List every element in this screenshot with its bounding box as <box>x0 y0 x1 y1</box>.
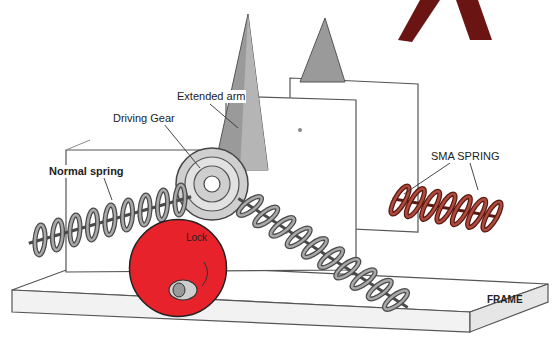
sma-spring-turn <box>418 189 443 222</box>
normal-spring-turn <box>139 195 151 226</box>
gear-ring <box>194 166 230 202</box>
leader-line <box>470 163 478 190</box>
lock-disc: Lock <box>128 218 228 318</box>
sma-spring-turn <box>449 194 474 227</box>
leader-line <box>404 163 450 194</box>
gear-hub <box>204 176 220 192</box>
logo-fragment <box>398 0 440 42</box>
part-label: Extended arm <box>176 90 246 103</box>
normal-spring-turn <box>174 185 186 216</box>
hole <box>298 128 302 132</box>
frame-end <box>470 284 548 332</box>
part-label: Driving Gear <box>112 112 176 125</box>
lock-label: Lock <box>186 232 207 243</box>
normal-spring-turn <box>34 225 46 256</box>
normal-spring-turn <box>104 205 116 236</box>
normal-spring-turn <box>104 205 116 236</box>
spike <box>300 18 345 82</box>
normal-spring-turn <box>51 220 63 251</box>
lock-pin-face <box>173 283 185 297</box>
normal-spring-turn <box>174 185 186 216</box>
normal-spring-end <box>238 198 407 307</box>
part-label: SMA SPRING <box>430 150 500 163</box>
normal-spring-turn <box>69 215 81 246</box>
normal-spring-turn <box>121 200 133 231</box>
normal-spring-turn <box>121 200 133 231</box>
normal-spring-turn <box>86 210 98 241</box>
normal-spring-turn <box>139 195 151 226</box>
normal-spring-turn <box>69 215 81 246</box>
leader-line <box>210 104 238 128</box>
sma-spring <box>388 184 505 233</box>
leader-line <box>104 178 112 200</box>
normal-spring-turn <box>34 225 46 256</box>
normal-spring-turn <box>156 190 168 221</box>
disc-outline <box>128 218 228 318</box>
sma-spring-turn <box>480 200 505 233</box>
sma-spring-turn <box>388 184 413 217</box>
normal-spring-turn <box>51 220 63 251</box>
leader-line <box>164 124 200 168</box>
normal-spring-turn <box>382 288 410 313</box>
frame-front <box>12 290 470 332</box>
red-disc <box>130 220 227 317</box>
normal-spring-turn <box>86 210 98 241</box>
part-label: Normal spring <box>48 165 125 178</box>
sma-spring-turn <box>434 192 459 225</box>
sma-spring-turn <box>464 197 489 230</box>
sma-spring-turn <box>480 200 505 233</box>
springs <box>29 184 505 313</box>
lock-arrow <box>202 262 208 286</box>
normal-spring-turn <box>156 190 168 221</box>
normal-spring <box>236 194 410 313</box>
sma-spring-turn <box>403 186 428 219</box>
gear-ring <box>185 157 239 211</box>
plate-edge <box>66 140 90 150</box>
lock-pin <box>169 280 197 300</box>
part-label: FRAME <box>486 293 524 306</box>
logo-fragment <box>456 0 492 40</box>
